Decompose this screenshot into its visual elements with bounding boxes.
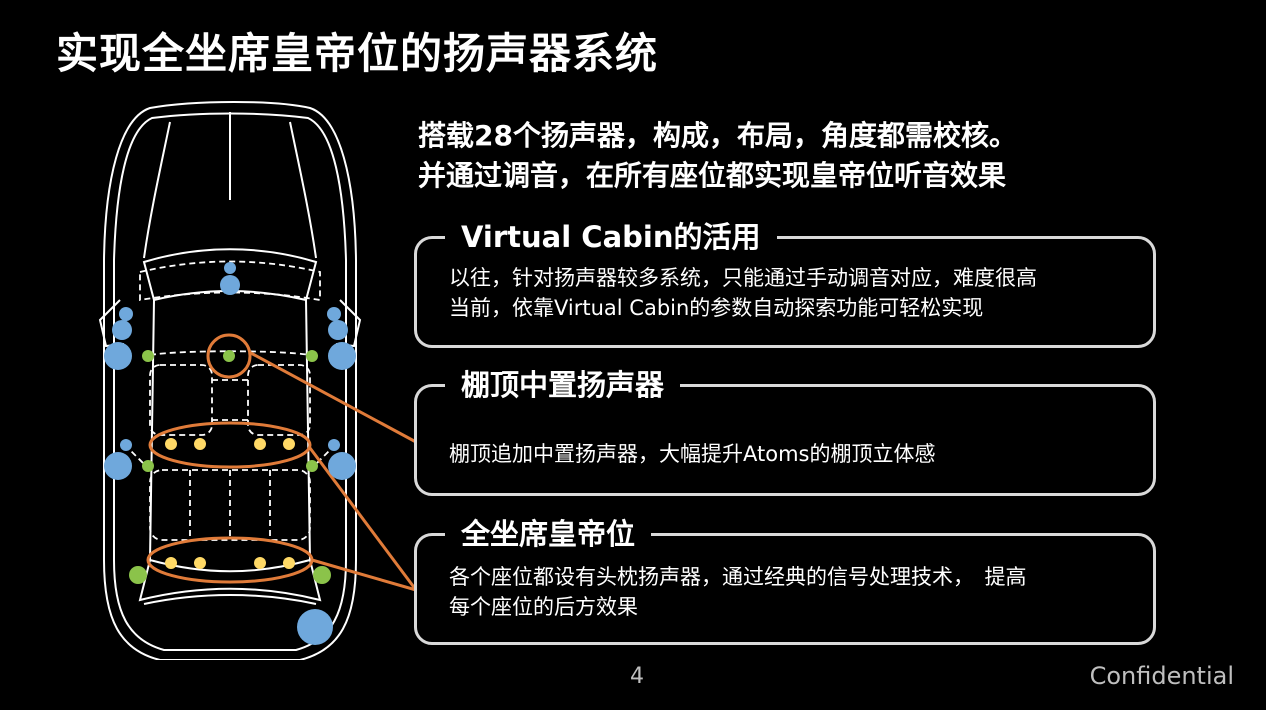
interior-dashed [129,260,331,541]
green-speakers [129,350,331,584]
car-speaker-diagram [98,101,418,660]
intro-line-1: 搭载28个扬声器，构成，布局，角度都需校核。 [418,119,1017,152]
callout-lines [248,350,418,592]
box-body: 以往，针对扬声器较多系统，只能通过手动调音对应，难度很高 当前，依靠Virtua… [449,263,1037,323]
box-line: 每个座位的后方效果 [449,595,638,619]
box-line: 以往，针对扬声器较多系统，只能通过手动调音对应，难度很高 [449,266,1037,290]
box-heading: 全坐席皇帝位 [445,512,652,556]
box-line: 当前，依靠Virtual Cabin的参数自动探索功能可轻松实现 [449,296,984,320]
box-heading: 棚顶中置扬声器 [445,363,681,407]
intro-line-2: 并通过调音，在所有座位都实现皇帝位听音效果 [418,159,1007,192]
yellow-headrest-speakers [165,438,295,569]
box-line: 棚顶追加中置扬声器，大幅提升Atoms的棚顶立体感 [449,442,936,466]
front-headrest-highlight [148,421,312,469]
box-body: 棚顶追加中置扬声器，大幅提升Atoms的棚顶立体感 [449,439,935,469]
virtual-cabin-box: Virtual Cabin的活用 以往，针对扬声器较多系统，只能通过手动调音对应… [414,215,1156,348]
intro-text: 搭载28个扬声器，构成，布局，角度都需校核。 并通过调音，在所有座位都实现皇帝位… [418,116,1017,196]
box-body: 各个座位都设有头枕扬声器，通过经典的信号处理技术， 提高 每个座位的后方效果 [449,562,1027,622]
page-number: 4 [630,664,644,689]
all-seats-box: 全坐席皇帝位 各个座位都设有头枕扬声器，通过经典的信号处理技术， 提高 每个座位… [414,512,1156,645]
roof-center-speaker-box: 棚顶中置扬声器 棚顶追加中置扬声器，大幅提升Atoms的棚顶立体感 [414,363,1156,496]
blue-speakers [104,262,356,645]
confidential-label: Confidential [1089,662,1234,690]
roof-center-highlight [206,333,252,379]
box-line: 各个座位都设有头枕扬声器，通过经典的信号处理技术， 提高 [449,565,1027,589]
slide-title: 实现全坐席皇帝位的扬声器系统 [56,29,659,78]
box-heading: Virtual Cabin的活用 [445,215,777,259]
